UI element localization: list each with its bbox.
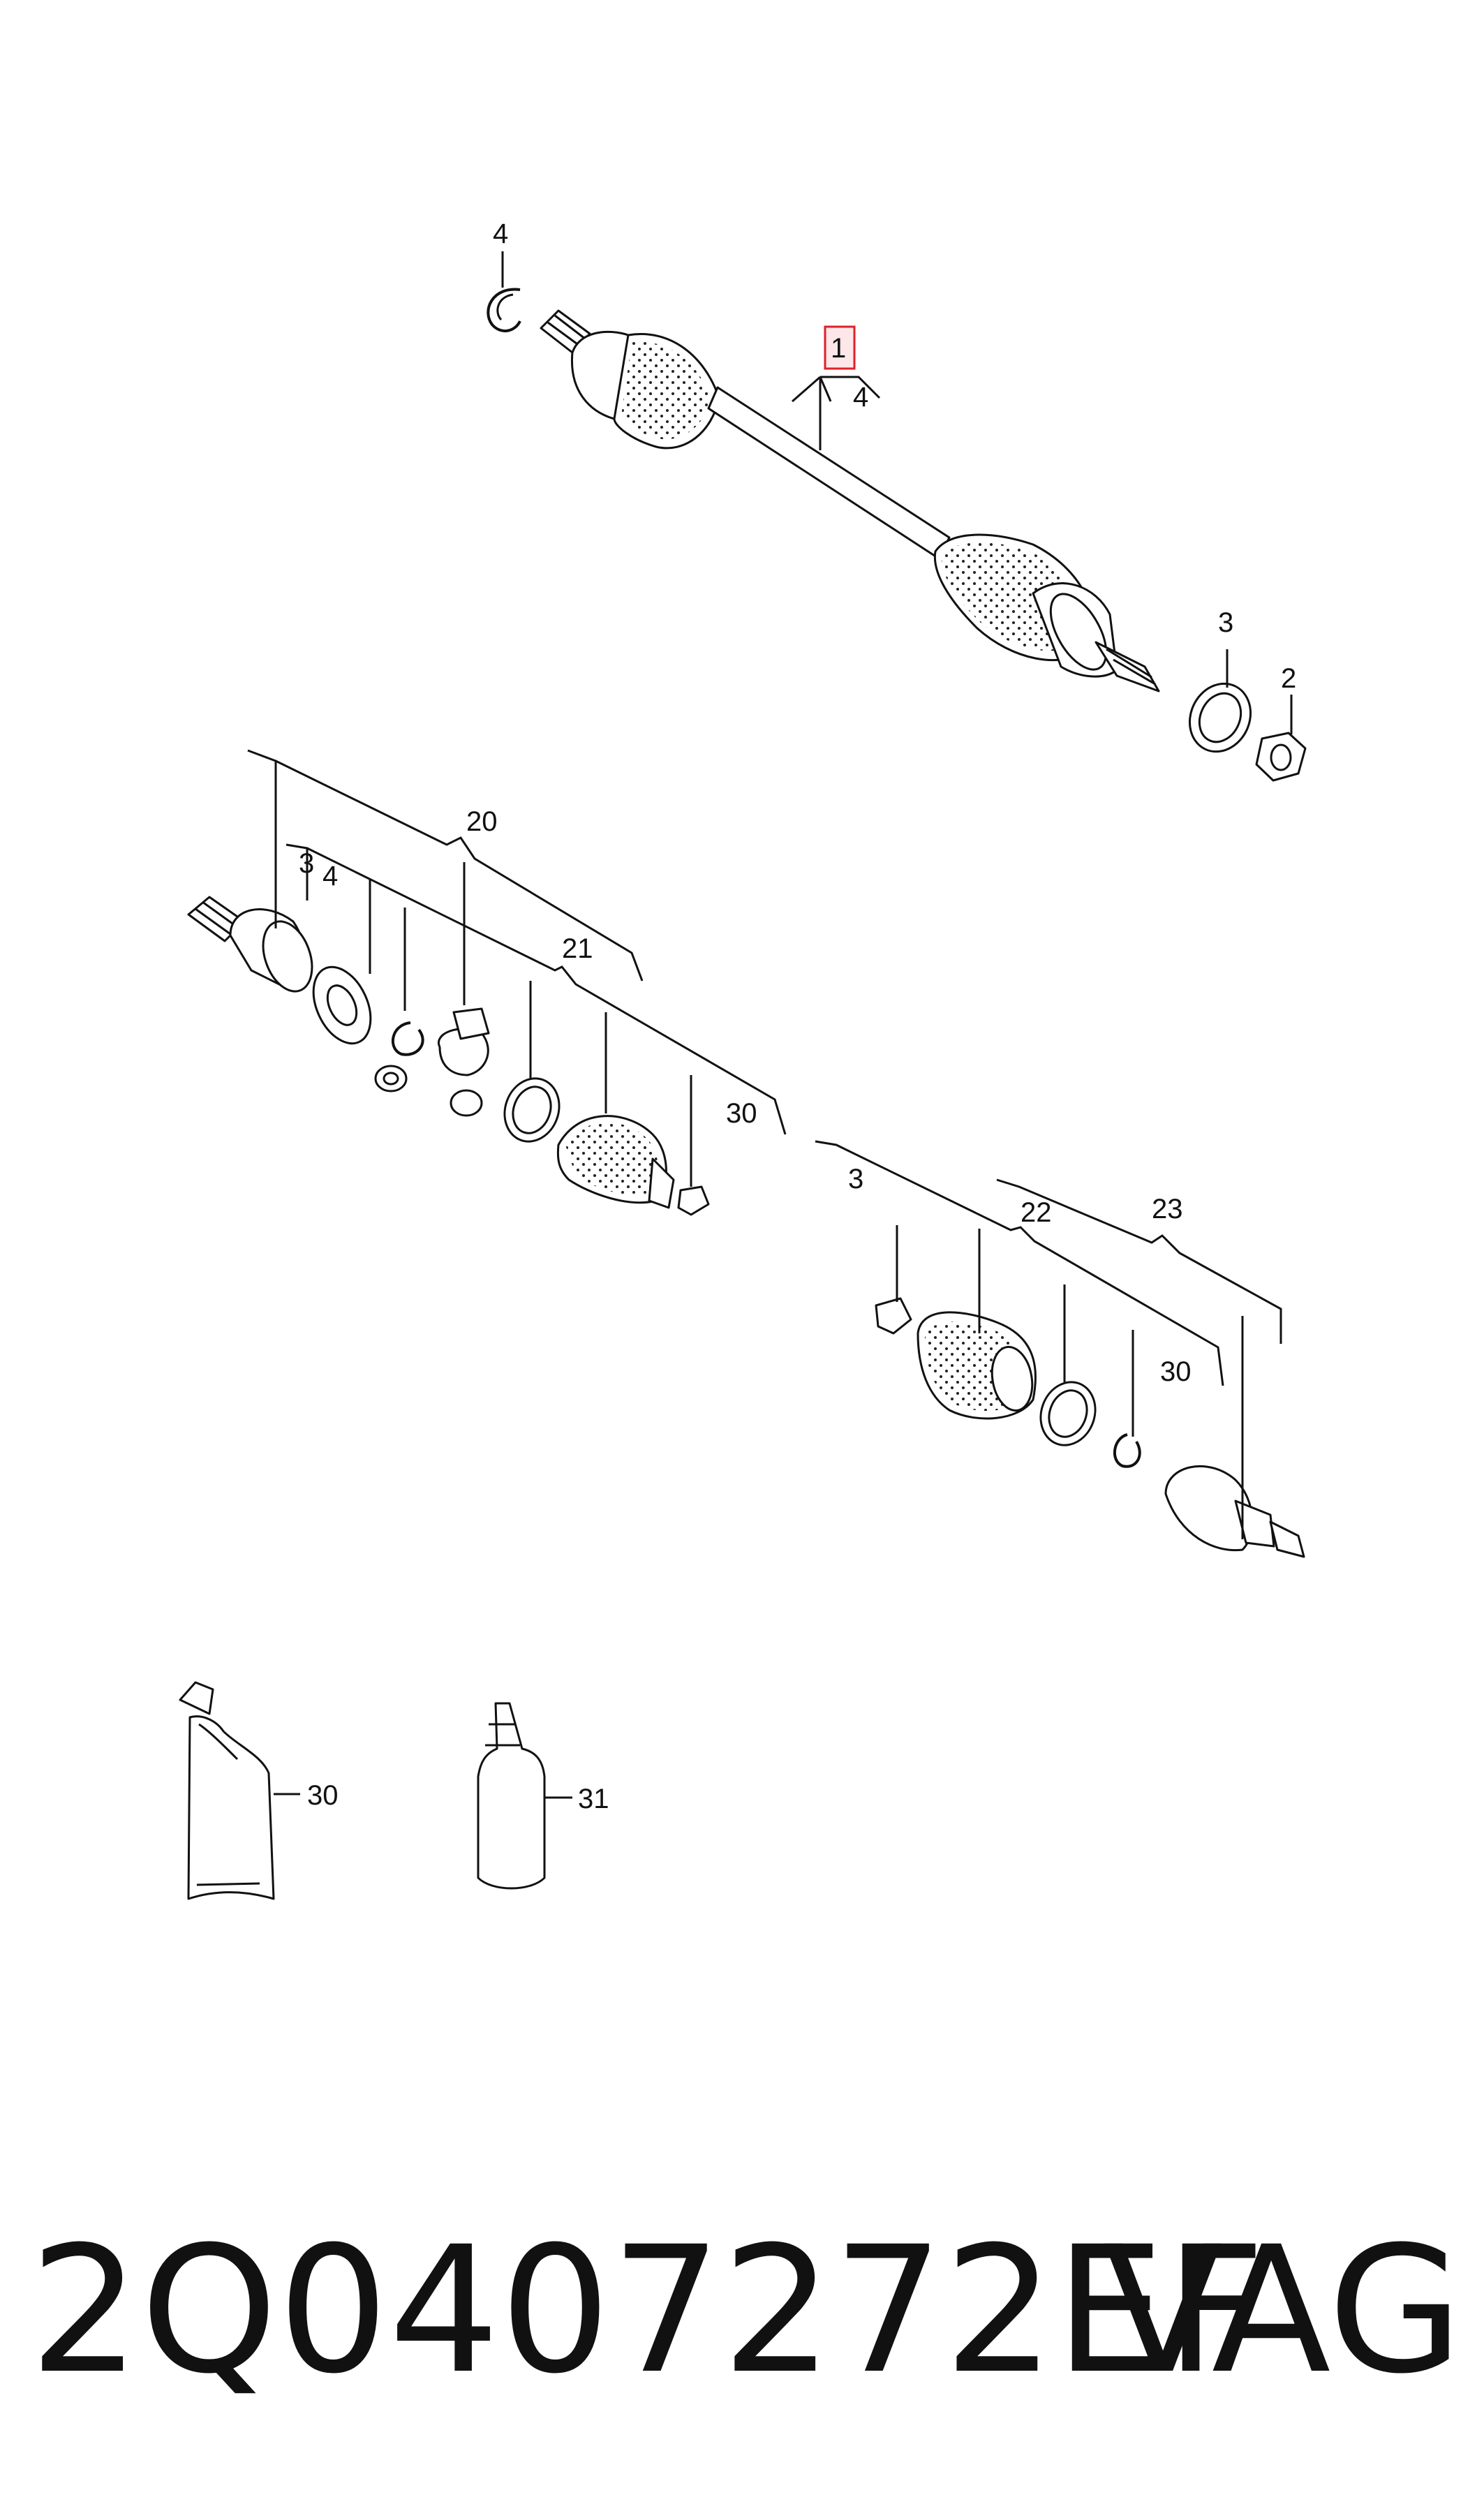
callout-3-low: 3 xyxy=(848,1164,863,1194)
callout-3-top: 3 xyxy=(1218,607,1233,638)
washer xyxy=(1188,682,1252,753)
callout-30-low: 30 xyxy=(1160,1356,1192,1387)
callout-4-top: 4 xyxy=(493,219,508,249)
callout-30-tube: 30 xyxy=(307,1780,339,1811)
circlip xyxy=(487,288,521,332)
outer-spline-stub xyxy=(1095,641,1160,693)
axle-shaft xyxy=(707,386,951,560)
callout-labels: 1 4 4 3 2 20 3 4 21 30 3 22 23 30 30 31 xyxy=(299,219,1296,1814)
callout-21: 21 xyxy=(562,933,593,964)
callout-4-mid: 4 xyxy=(322,861,338,891)
middle-left-leaders xyxy=(247,749,787,1187)
outer-joint-bell xyxy=(1032,582,1118,678)
highlight-box xyxy=(824,325,856,370)
brand-label: VAG xyxy=(1103,2209,1463,2412)
hub-nut xyxy=(1255,732,1307,782)
inner-boot xyxy=(613,333,720,450)
part-number: 2Q0407272EF xyxy=(29,2209,1266,2412)
adhesive-bottle xyxy=(477,1702,572,1890)
callout-3-mid: 3 xyxy=(299,848,314,879)
callout-1: 1 xyxy=(831,333,846,364)
footer: 2Q0407272EF VAG xyxy=(0,2206,1484,2415)
callout-31-bottle: 31 xyxy=(578,1784,609,1814)
callout-22: 22 xyxy=(1021,1197,1052,1228)
outer-joint-exploded xyxy=(875,1297,1305,1558)
callout-20: 20 xyxy=(466,806,498,837)
middle-right-leaders xyxy=(815,1140,1282,1539)
callout-1-4: 4 xyxy=(853,382,868,413)
callout-30-mid: 30 xyxy=(726,1098,757,1129)
top-leaders xyxy=(501,251,1293,734)
callout-2: 2 xyxy=(1281,663,1296,694)
grease-tube xyxy=(179,1681,300,1900)
callout-23: 23 xyxy=(1152,1194,1183,1224)
inner-joint-exploded xyxy=(187,896,710,1216)
drive-shaft-assembly xyxy=(540,309,1160,693)
